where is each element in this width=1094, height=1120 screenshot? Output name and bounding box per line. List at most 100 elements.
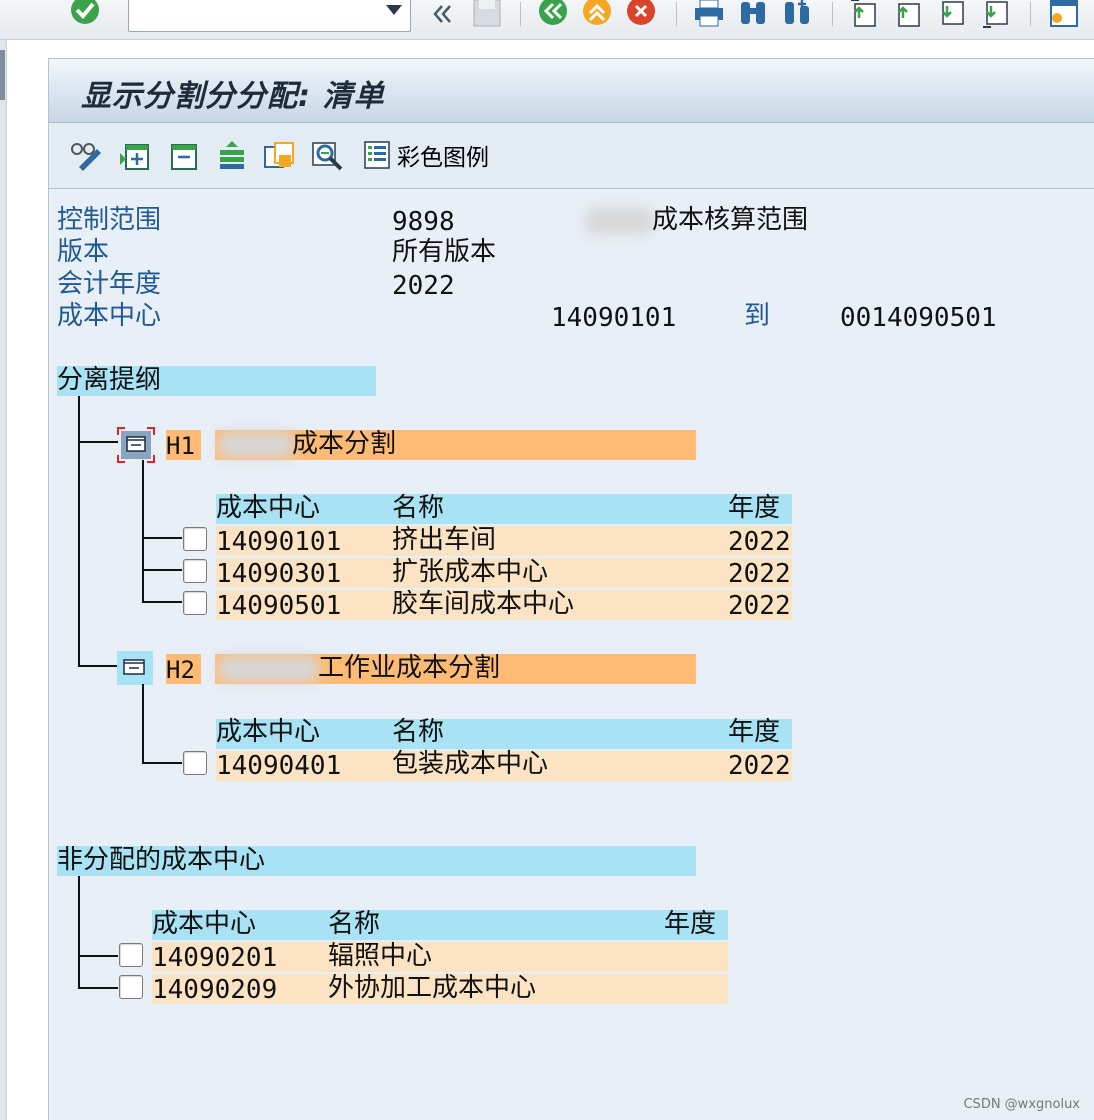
segment-code-band xyxy=(166,430,201,460)
sort-icon[interactable] xyxy=(215,139,249,173)
tree-line xyxy=(142,684,144,764)
title-bar: 显示分割分分配: 清单 xyxy=(49,59,1094,123)
left-scroll-strip xyxy=(0,40,7,1120)
table-header-band xyxy=(152,910,728,940)
table-row xyxy=(216,590,792,620)
row-cost-center: 14090401 xyxy=(216,751,342,781)
blurred-text xyxy=(586,208,652,234)
row-cost-center: 14090209 xyxy=(152,975,278,1005)
system-toolbar xyxy=(0,0,1094,40)
display-change-icon[interactable] xyxy=(69,139,103,173)
fiscal-year-value: 2022 xyxy=(392,271,455,301)
col-header-cost-center: 成本中心 xyxy=(216,717,321,747)
print-icon[interactable] xyxy=(692,0,726,28)
next-page-icon[interactable] xyxy=(934,0,968,28)
row-checkbox[interactable] xyxy=(183,559,207,583)
segment-code: H1 xyxy=(166,432,195,460)
row-year: 2022 xyxy=(728,559,791,589)
collapse-icon[interactable] xyxy=(167,139,201,173)
row-name: 胶车间成本中心 xyxy=(392,589,575,619)
col-header-year: 年度 xyxy=(728,493,781,523)
segment-code: H2 xyxy=(166,656,195,684)
table-row xyxy=(152,942,728,972)
tree-line xyxy=(78,441,118,443)
find-detail-icon[interactable] xyxy=(311,139,345,173)
find-next-icon[interactable] xyxy=(780,0,814,28)
cost-center-to: 0014090501 xyxy=(840,303,997,333)
table-row xyxy=(152,974,728,1004)
row-name: 包装成本中心 xyxy=(392,749,549,779)
row-name: 外协加工成本中心 xyxy=(328,973,537,1003)
green-back-icon[interactable] xyxy=(536,0,570,28)
row-year: 2022 xyxy=(728,751,791,781)
orange-up-icon[interactable] xyxy=(580,0,614,28)
col-header-year: 年度 xyxy=(728,717,781,747)
segment-name-band xyxy=(215,430,696,460)
tree-line xyxy=(142,569,182,571)
table-header-band xyxy=(216,719,792,749)
row-cost-center: 14090301 xyxy=(216,559,342,589)
save-icon[interactable] xyxy=(470,0,504,28)
new-session-icon[interactable] xyxy=(1046,0,1080,28)
row-checkbox[interactable] xyxy=(183,527,207,551)
row-checkbox[interactable] xyxy=(183,751,207,775)
folder-closed-icon[interactable] xyxy=(117,651,153,685)
folder-open-icon[interactable] xyxy=(117,427,155,463)
row-checkbox[interactable] xyxy=(119,943,143,967)
row-cost-center: 14090501 xyxy=(216,591,342,621)
table-header-band xyxy=(216,494,792,524)
table-row xyxy=(216,526,792,556)
col-header-name: 名称 xyxy=(392,493,445,523)
row-cost-center: 14090201 xyxy=(152,943,278,973)
row-name: 挤出车间 xyxy=(392,525,497,555)
copy-icon[interactable] xyxy=(263,139,297,173)
cost-center-from: 14090101 xyxy=(551,303,677,333)
page-title: 显示分割分分配: 清单 xyxy=(81,79,385,114)
toolbar-separator xyxy=(832,2,833,26)
tree-line xyxy=(142,537,182,539)
table-row xyxy=(216,751,792,781)
row-checkbox[interactable] xyxy=(119,975,143,999)
toolbar-separator xyxy=(676,2,677,26)
tree-line xyxy=(78,665,118,667)
color-legend-button[interactable]: 彩色图例 xyxy=(363,137,489,173)
to-label: 到 xyxy=(744,301,771,331)
cost-center-label: 成本中心 xyxy=(57,301,162,331)
tree-line xyxy=(142,460,144,602)
tree-line xyxy=(78,987,118,989)
tree-line xyxy=(78,876,80,988)
chevron-down-icon[interactable] xyxy=(386,5,402,15)
unassigned-title-band xyxy=(57,846,696,876)
back-double-icon[interactable] xyxy=(425,0,459,28)
col-header-cost-center: 成本中心 xyxy=(152,909,257,939)
legend-list-icon xyxy=(364,141,390,169)
col-header-cost-center: 成本中心 xyxy=(216,493,321,523)
find-icon[interactable] xyxy=(736,0,770,28)
check-icon[interactable] xyxy=(68,0,102,28)
first-page-icon[interactable] xyxy=(846,0,880,28)
row-year: 2022 xyxy=(728,527,791,557)
col-header-year: 年度 xyxy=(664,909,717,939)
controlling-area-label: 控制范围 xyxy=(57,205,162,235)
watermark: CSDN @wxgnolux xyxy=(963,1097,1080,1112)
row-name: 扩张成本中心 xyxy=(392,557,549,587)
application-toolbar: 彩色图例 xyxy=(49,123,1094,189)
prev-page-icon[interactable] xyxy=(890,0,924,28)
segment-name: 工作业成本分割 xyxy=(318,653,501,683)
toolbar-separator xyxy=(520,2,521,26)
table-row xyxy=(216,558,792,588)
outline-title-band xyxy=(57,366,376,396)
command-field[interactable] xyxy=(128,0,411,32)
red-cancel-icon[interactable] xyxy=(624,0,658,28)
last-page-icon[interactable] xyxy=(978,0,1012,28)
row-checkbox[interactable] xyxy=(183,591,207,615)
tree-line xyxy=(78,396,80,666)
controlling-area-text: 成本核算范围 xyxy=(652,205,809,235)
fiscal-year-label: 会计年度 xyxy=(57,269,162,299)
blurred-text xyxy=(218,656,318,682)
command-input[interactable] xyxy=(129,0,369,31)
expand-icon[interactable] xyxy=(119,139,153,173)
toolbar-separator xyxy=(1030,2,1031,26)
tree-line xyxy=(142,762,182,764)
col-header-name: 名称 xyxy=(392,717,445,747)
